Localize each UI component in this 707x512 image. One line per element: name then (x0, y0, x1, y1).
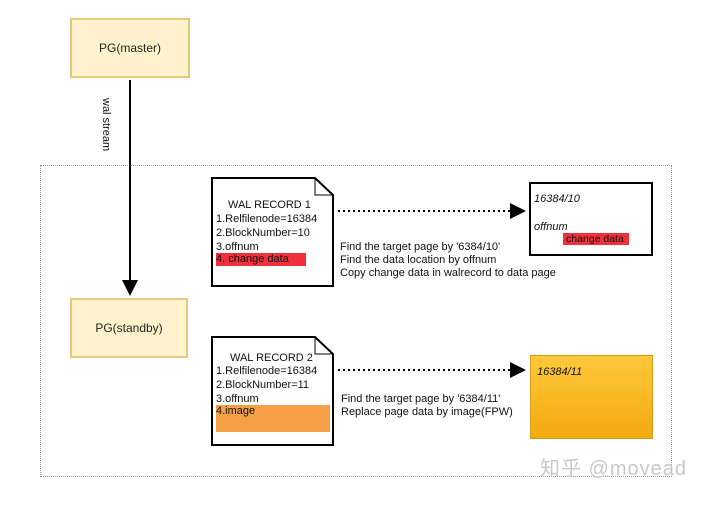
wal-record-1-line-3: 3.offnum (216, 241, 259, 253)
record-1-desc-3: Copy change data in walrecord to data pa… (340, 267, 556, 279)
pg-standby-label: PG(standby) (95, 321, 163, 335)
wal-record-2-line-4: 4.image (216, 405, 256, 417)
wal-record-2-line-1: 1.Relfilenode=16384 (216, 365, 318, 377)
wal-record-1-title: WAL RECORD 1 (228, 199, 311, 211)
page-16384-10-offnum: offnum (534, 221, 568, 233)
wal-record-1-line-4: 4. change data (216, 253, 289, 265)
standby-region (40, 165, 672, 477)
wal-record-1-change-highlight (216, 253, 306, 266)
record-1-desc-2: Find the data location by offnum (340, 254, 497, 266)
record-2-desc-2: Replace page data by image(FPW) (341, 406, 513, 418)
wal-record-2-line-2: 2.BlockNumber=11 (216, 379, 310, 391)
page-16384-11-title: 16384/11 (537, 366, 583, 378)
wal-record-1-line-1: 1.Relfilenode=16384 (216, 213, 318, 225)
page-change-label: change data (566, 233, 624, 245)
wal-record-2-line-3: 3.offnum (216, 393, 259, 405)
pg-master-label: PG(master) (98, 41, 161, 55)
page-16384-10-title: 16384/10 (534, 193, 580, 205)
wal-record-2-image-highlight (216, 405, 330, 432)
pg-standby-box: PG(standby) (70, 298, 188, 358)
page-change-highlight (563, 233, 629, 245)
record-1-desc-1: Find the target page by '6384/10' (340, 241, 501, 253)
pg-master-box: PG(master) (70, 18, 190, 78)
wal-record-2-title: WAL RECORD 2 (230, 352, 313, 364)
record-2-desc-1: Find the target page by '6384/11' (341, 393, 501, 405)
watermark: 知乎 @movead (540, 458, 688, 480)
page-16384-11 (530, 355, 653, 439)
wal-record-1-line-2: 2.BlockNumber=10 (216, 227, 310, 239)
wal-stream-label: wal stream (100, 98, 112, 152)
